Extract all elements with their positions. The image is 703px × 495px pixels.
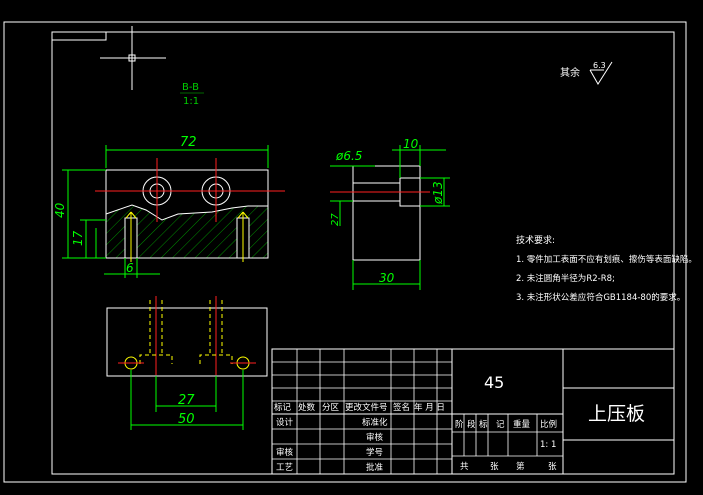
sign-row-label: 审核 [366,432,384,443]
top-view [106,296,268,377]
header-col: 年 月 日 [414,402,445,413]
dim-50: 50 [178,412,195,427]
dim-27: 27 [178,393,195,408]
dim-dia-13: ø13 [431,181,445,205]
scale-label: 比例 [540,419,557,430]
header-col: 分区 [322,403,340,413]
note-item: 2. 未注圆角半径为R2-R8; [516,273,615,284]
note-item: 3. 未注形状公差应符合GB1184-80的要求。 [516,292,685,303]
dim-6: 6 [126,261,134,275]
sign-row-label: 设计 [276,417,294,428]
header-col: 标记 [274,402,292,413]
dim-17: 17 [71,230,85,246]
header-col: 签名 [393,402,410,413]
dim-40: 40 [53,202,67,218]
notes-heading: 技术要求: [516,234,555,246]
header-col: 处数 [298,402,316,413]
crosshair-cursor-icon [100,26,166,90]
stage-label: 标 [479,419,488,430]
sign-row-label: 批准 [366,462,384,473]
roughness-value: 6.3 [593,61,606,70]
material: 45 [484,373,504,392]
front-section-view [95,158,285,262]
dim-10: 10 [403,137,419,151]
weight-label: 重量 [513,419,531,430]
header-col: 更改文件号 [345,402,388,413]
sheet-label: 第 [516,461,525,472]
stage-label: 阶 [455,419,464,430]
stage-label: 记 [496,420,505,430]
sheet-label: 张 [490,462,499,472]
outer-frame [3,21,687,483]
section-label: B-B [182,82,199,93]
roughness-label: 其余 [560,66,580,79]
dim-30: 30 [379,271,395,285]
part-name: 上压板 [588,403,645,425]
sheet-label: 共 [460,462,469,472]
dim-27-side: 27 [330,213,341,226]
sign-row-label: 审核 [276,447,294,458]
side-section-view [330,165,430,261]
dim-dia-6-5: ø6.5 [335,149,362,163]
sheet-label: 张 [548,462,557,472]
roughness-symbol-icon [589,61,613,85]
dim-72: 72 [180,135,197,150]
sign-row-label: 标准化 [362,417,388,428]
scale-value: 1: 1 [540,440,556,450]
sign-row-label: 工艺 [276,463,293,473]
note-item: 1. 零件加工表面不应有划痕、擦伤等表面缺陷。 [516,254,697,265]
sign-row-label: 学号 [366,447,383,458]
stage-label: 段 [467,419,476,430]
section-scale: 1:1 [183,96,199,107]
title-block [271,348,675,475]
corner-tab [52,32,107,41]
